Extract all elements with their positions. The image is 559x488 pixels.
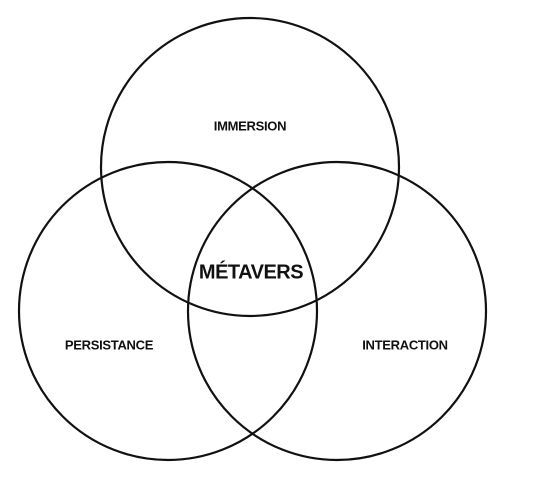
- interaction-label: INTERACTION: [362, 337, 448, 352]
- persistance-label: PERSISTANCE: [65, 337, 154, 352]
- immersion-circle: [99, 16, 401, 318]
- metavers-label: MÉTAVERS: [199, 260, 303, 283]
- persistance-circle: [17, 160, 319, 462]
- immersion-label: IMMERSION: [214, 118, 286, 133]
- interaction-circle: [186, 160, 488, 462]
